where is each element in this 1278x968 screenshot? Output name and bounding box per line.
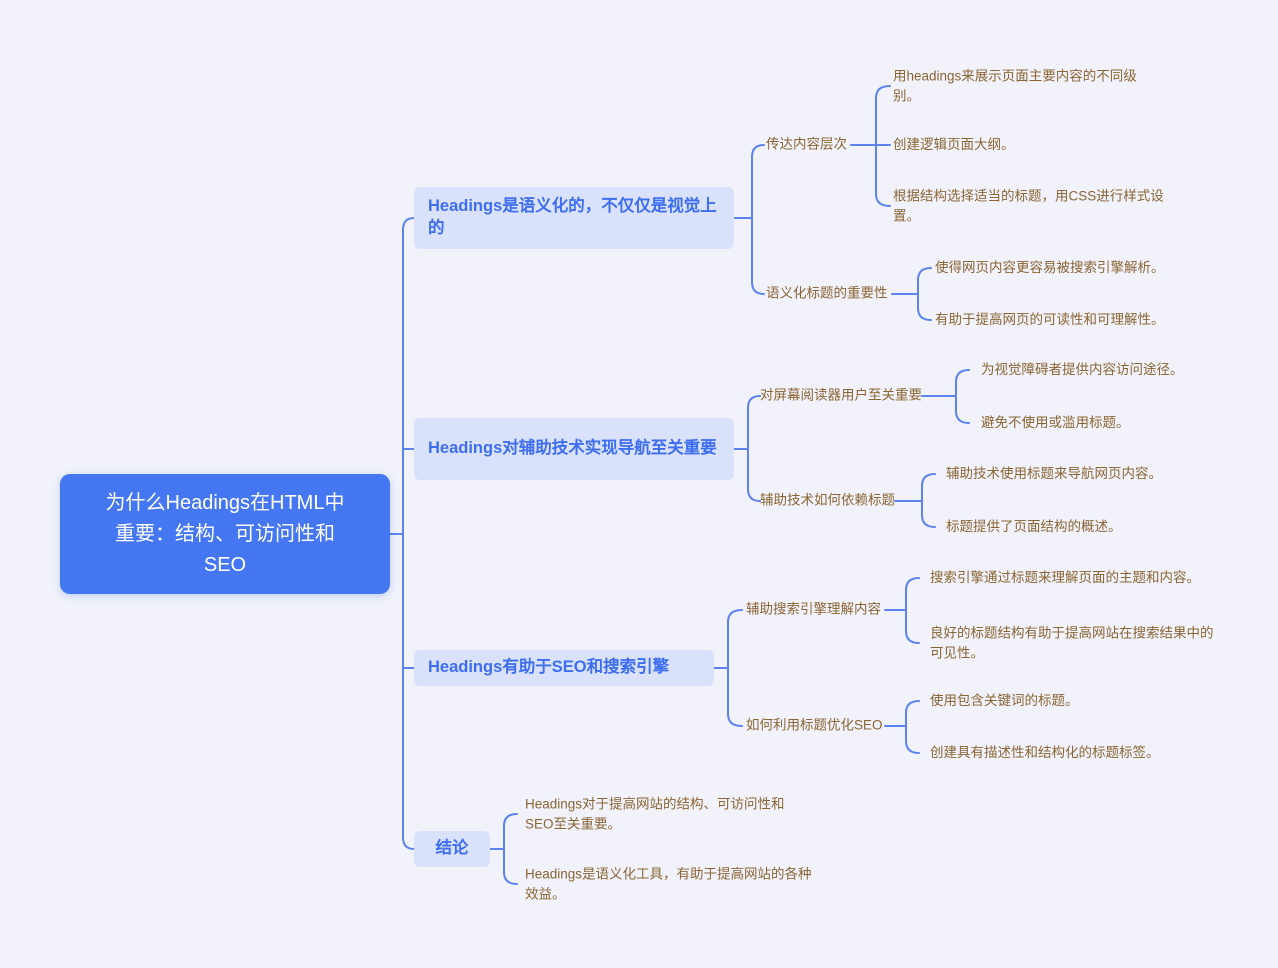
leaf-node[interactable]: 避免不使用或滥用标题。 — [981, 413, 1130, 433]
leaf-node[interactable]: Headings是语义化工具，有助于提高网站的各种效益。 — [525, 864, 813, 903]
leaf-label: 创建逻辑页面大纲。 — [893, 137, 1015, 153]
connector-path — [921, 369, 970, 424]
connector-path — [389, 217, 415, 850]
leaf-label: 良好的标题结构有助于提高网站在搜索结果中的可见性。 — [930, 625, 1214, 660]
leaf-node[interactable]: 使得网页内容更容易被搜索引擎解析。 — [935, 258, 1165, 278]
leaf-node[interactable]: 创建逻辑页面大纲。 — [893, 135, 1015, 155]
connector-path — [733, 395, 761, 502]
subtopic-label: 语义化标题的重要性 — [766, 285, 888, 301]
leaf-label: 标题提供了页面结构的概述。 — [946, 519, 1122, 535]
subtopic-node[interactable]: 辅助搜索引擎理解内容 — [746, 601, 881, 620]
connector-path — [850, 85, 891, 207]
leaf-label: 用headings来展示页面主要内容的不同级别。 — [893, 68, 1137, 103]
branch-node-assistive[interactable]: Headings对辅助技术实现导航至关重要 — [414, 418, 734, 480]
branch-node-label: Headings有助于SEO和搜索引擎 — [428, 658, 670, 677]
branch-node-conclusion[interactable]: 结论 — [414, 831, 490, 867]
root-node[interactable]: 为什么Headings在HTML中重要：结构、可访问性和SEO — [60, 474, 390, 594]
leaf-label: 创建具有描述性和结构化的标题标签。 — [930, 745, 1160, 761]
connector-path — [733, 144, 765, 295]
connector-path — [884, 700, 920, 754]
connector-path — [713, 609, 743, 727]
leaf-node[interactable]: 使用包含关键词的标题。 — [930, 691, 1079, 711]
connector-path — [891, 267, 932, 321]
branch-node-label: 结论 — [435, 839, 469, 858]
leaf-node[interactable]: 辅助技术使用标题来导航网页内容。 — [946, 464, 1162, 484]
subtopic-node[interactable]: 传达内容层次 — [766, 136, 847, 155]
leaf-label: 为视觉障碍者提供内容访问途径。 — [981, 362, 1184, 378]
leaf-node[interactable]: 根据结构选择适当的标题，用CSS进行样式设置。 — [893, 186, 1177, 225]
subtopic-label: 对屏幕阅读器用户至关重要 — [760, 387, 922, 403]
connector-path — [884, 577, 920, 644]
subtopic-label: 辅助搜索引擎理解内容 — [746, 601, 881, 617]
leaf-label: Headings是语义化工具，有助于提高网站的各种效益。 — [525, 866, 812, 901]
subtopic-label: 如何利用标题优化SEO — [746, 717, 883, 733]
branch-node-seo[interactable]: Headings有助于SEO和搜索引擎 — [414, 650, 714, 686]
subtopic-label: 传达内容层次 — [766, 136, 847, 152]
leaf-label: 避免不使用或滥用标题。 — [981, 415, 1130, 431]
leaf-label: 有助于提高网页的可读性和可理解性。 — [935, 312, 1165, 328]
leaf-node[interactable]: Headings对于提高网站的结构、可访问性和SEO至关重要。 — [525, 794, 813, 833]
branch-node-semantic[interactable]: Headings是语义化的，不仅仅是视觉上的 — [414, 187, 734, 249]
leaf-node[interactable]: 良好的标题结构有助于提高网站在搜索结果中的可见性。 — [930, 623, 1218, 662]
leaf-node[interactable]: 标题提供了页面结构的概述。 — [946, 517, 1122, 537]
subtopic-node[interactable]: 如何利用标题优化SEO — [746, 717, 883, 736]
leaf-node[interactable]: 用headings来展示页面主要内容的不同级别。 — [893, 66, 1161, 105]
root-node-label: 为什么Headings在HTML中重要：结构、可访问性和SEO — [105, 491, 345, 576]
leaf-label: 根据结构选择适当的标题，用CSS进行样式设置。 — [893, 188, 1164, 223]
leaf-node[interactable]: 有助于提高网页的可读性和可理解性。 — [935, 310, 1165, 330]
connector-path — [894, 473, 936, 528]
leaf-label: 辅助技术使用标题来导航网页内容。 — [946, 466, 1162, 482]
leaf-label: 使得网页内容更容易被搜索引擎解析。 — [935, 260, 1165, 276]
leaf-label: Headings对于提高网站的结构、可访问性和SEO至关重要。 — [525, 796, 785, 831]
leaf-label: 搜索引擎通过标题来理解页面的主题和内容。 — [930, 570, 1200, 586]
branch-node-label: Headings是语义化的，不仅仅是视觉上的 — [428, 197, 717, 237]
subtopic-node[interactable]: 辅助技术如何依赖标题 — [760, 492, 895, 511]
leaf-label: 使用包含关键词的标题。 — [930, 693, 1079, 709]
connector-path — [489, 813, 518, 885]
subtopic-node[interactable]: 对屏幕阅读器用户至关重要 — [760, 387, 922, 406]
branch-node-label: Headings对辅助技术实现导航至关重要 — [428, 439, 717, 458]
leaf-node[interactable]: 为视觉障碍者提供内容访问途径。 — [981, 360, 1184, 380]
leaf-node[interactable]: 搜索引擎通过标题来理解页面的主题和内容。 — [930, 568, 1200, 588]
subtopic-node[interactable]: 语义化标题的重要性 — [766, 285, 888, 304]
subtopic-label: 辅助技术如何依赖标题 — [760, 492, 895, 508]
leaf-node[interactable]: 创建具有描述性和结构化的标题标签。 — [930, 743, 1160, 763]
